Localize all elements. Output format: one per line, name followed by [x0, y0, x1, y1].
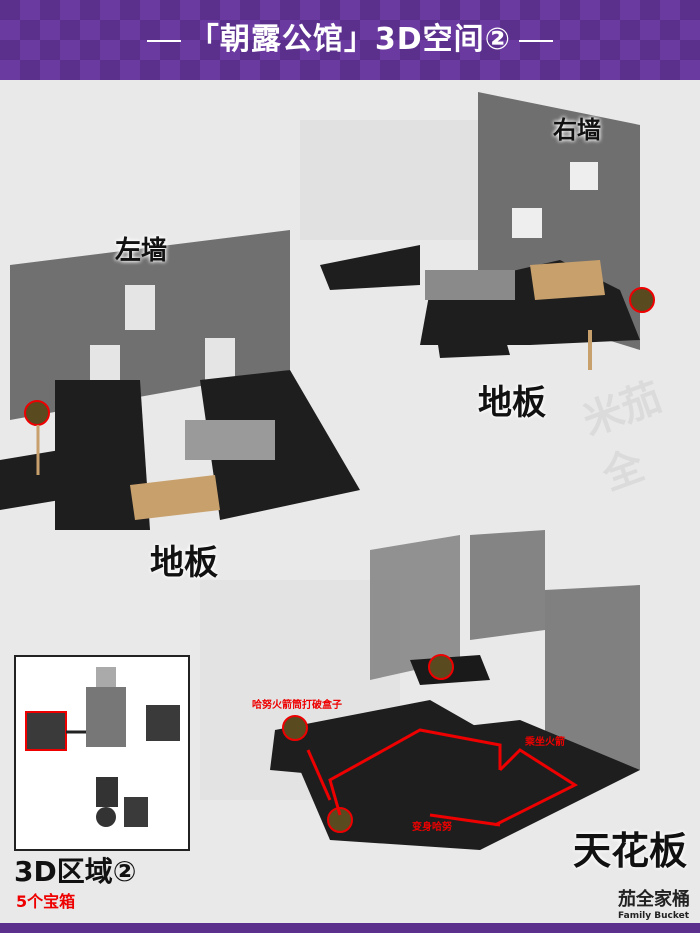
- annotation-rocket-box: 哈努火箭筒打破盒子: [252, 700, 342, 711]
- logo-subtext: Family Bucket: [618, 911, 689, 921]
- label-floor-left: 地板: [150, 543, 218, 583]
- label-right-wall: 右墙: [553, 116, 601, 144]
- title-text: 「朝露公馆」3D空间②: [188, 22, 512, 57]
- ceiling-group: [270, 530, 640, 850]
- region-label: 3D区域②: [14, 855, 137, 888]
- brand-logo: 茄全家桶 Family Bucket: [618, 885, 690, 921]
- chest-icon: [428, 654, 454, 680]
- title-line-right: [519, 39, 554, 42]
- minimap-drawing: [25, 667, 180, 827]
- label-floor-top: 地板: [478, 383, 546, 423]
- header-banner: 「朝露公馆」3D空间②: [0, 0, 700, 80]
- chest-count: 5个宝箱: [16, 892, 76, 911]
- chest-icon: [629, 287, 655, 313]
- annotation-transform: 变身哈努: [412, 822, 452, 833]
- chest-icon: [24, 400, 50, 426]
- left-wall-group: [0, 230, 360, 530]
- chest-icon: [327, 807, 353, 833]
- annotation-ride-rocket: 乘坐火箭: [525, 737, 565, 748]
- label-ceiling: 天花板: [573, 829, 688, 873]
- footer-bar: [0, 923, 700, 933]
- minimap: [14, 655, 190, 851]
- right-wall-group: [320, 92, 655, 370]
- label-left-wall: 左墙: [115, 236, 168, 266]
- page-title: 「朝露公馆」3D空间②: [0, 14, 700, 58]
- title-line-left: [146, 39, 181, 42]
- scene-canvas: 米茄全 右墙 左墙 地板 地板 天花板 哈努火箭筒打破盒子 乘坐火箭 变身哈努: [0, 80, 700, 923]
- scene-illustration: [0, 92, 655, 850]
- chest-icon: [282, 715, 308, 741]
- logo-text: 茄全家桶: [618, 889, 690, 910]
